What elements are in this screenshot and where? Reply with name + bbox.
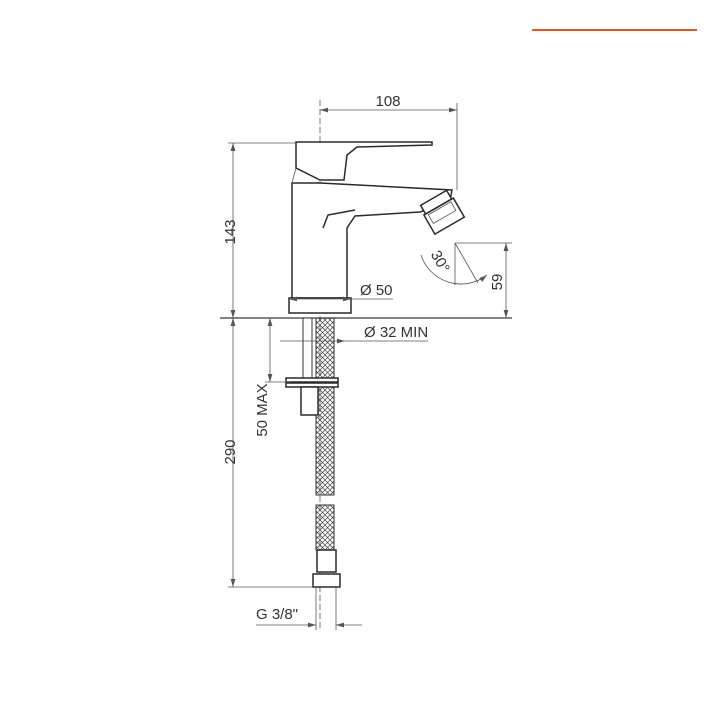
- label-108: 108: [375, 93, 400, 110]
- dimension-108: 108: [320, 93, 458, 190]
- aerator: [419, 189, 466, 236]
- label-50max: 50 MAX: [254, 383, 271, 436]
- label-d50: Ø 50: [360, 282, 393, 299]
- dimension-59: 59: [455, 242, 512, 318]
- dimension-diameter-50: Ø 50: [289, 282, 393, 302]
- label-g38: G 3/8": [256, 606, 298, 623]
- label-290: 290: [222, 439, 239, 464]
- dimension-290: 290: [222, 318, 313, 588]
- label-143: 143: [222, 219, 239, 244]
- dimension-angle: 30°: [420, 242, 488, 285]
- label-d32: Ø 32 MIN: [364, 324, 428, 341]
- label-59: 59: [489, 274, 506, 291]
- supply-hoses: [285, 317, 341, 588]
- dimension-143: 143: [222, 142, 296, 318]
- dimension-diameter-32: Ø 32 MIN: [280, 324, 428, 344]
- faucet-body: [288, 141, 453, 314]
- dimension-g38: G 3/8": [256, 587, 362, 630]
- dimension-50-max: 50 MAX: [254, 318, 290, 437]
